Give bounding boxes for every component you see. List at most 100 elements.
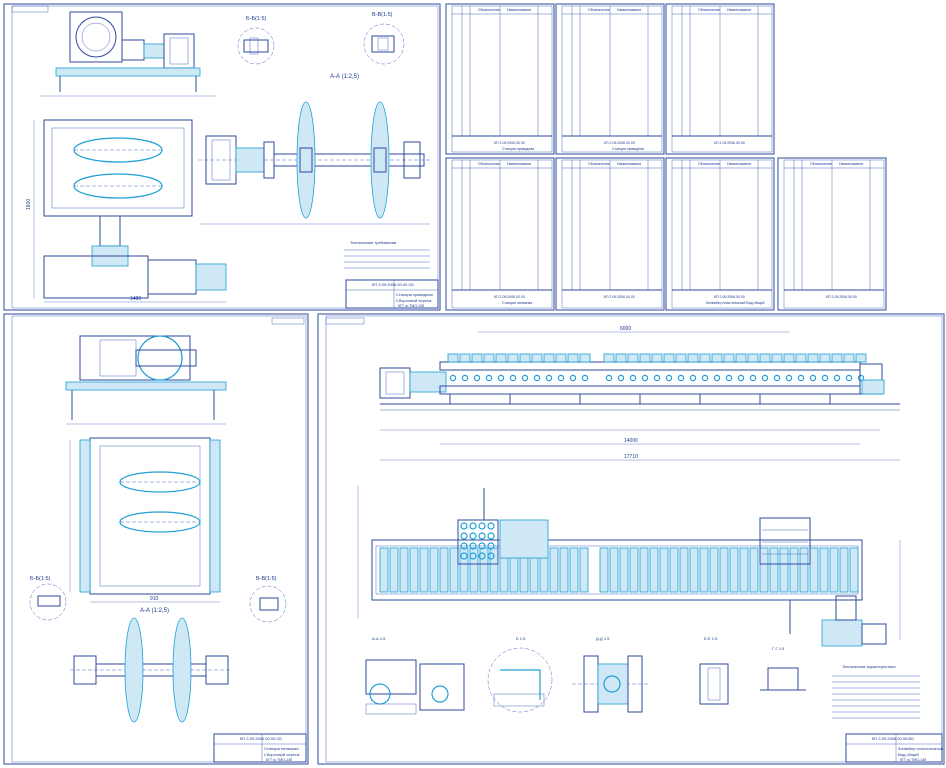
hopper-hole [487, 542, 495, 550]
spec-sheet-2: Обозначение Наименование КП 2.09.2006.00… [555, 3, 665, 155]
plan-plate [659, 547, 669, 593]
dim-width: 910 [150, 596, 159, 602]
side-plate [543, 353, 555, 363]
side-plate [663, 353, 675, 363]
plan-plate [679, 547, 689, 593]
detail-label: Г-Г 1:5 [772, 646, 785, 651]
side-plate [675, 353, 687, 363]
side-roller [569, 374, 577, 382]
side-roller [701, 374, 709, 382]
plan-plate [389, 547, 399, 593]
side-roller [485, 374, 493, 382]
side-plate [735, 353, 747, 363]
view-b-label: Б-Б(1:5) [246, 16, 267, 22]
plan-plate [709, 547, 719, 593]
hopper-hole [478, 542, 486, 550]
notes-title: Техническая характеристика [842, 664, 896, 669]
side-roller [497, 374, 505, 382]
hopper-hole [469, 552, 477, 560]
spec-col-name: Наименование [507, 8, 531, 12]
side-roller [605, 374, 613, 382]
side-plate [579, 353, 591, 363]
side-plate [471, 353, 483, 363]
dim-width: 1480 [130, 296, 141, 302]
side-roller [797, 374, 805, 382]
hopper-hole [460, 522, 468, 530]
spec-sheet-1: Обозначение Наименование КП 2.09.2006.00… [445, 3, 555, 155]
side-roller [761, 374, 769, 382]
spec-sheet-6: Обозначение Наименование КП 2.09.2006.00… [665, 157, 775, 311]
plan-plate [799, 547, 809, 593]
plan-plate [599, 547, 609, 593]
spec-col-name: Наименование [507, 162, 531, 166]
conveyor-side-view: 14000 17710 [379, 353, 900, 461]
side-plate [699, 353, 711, 363]
side-plate [711, 353, 723, 363]
view-b-detail: Б-Б(1:5) [237, 16, 275, 65]
plan-plate [719, 547, 729, 593]
tb-group: КГТ гр.ТМО-13б [266, 758, 292, 762]
plan-plate [449, 547, 459, 593]
general-title-block: КП 2.09.2006.00.00.ВО Конвейер пластинча… [845, 733, 943, 763]
tb-title-1: Станция натяжная [264, 746, 299, 751]
plan-plate [459, 547, 469, 593]
side-plate [615, 353, 627, 363]
plan-plate [569, 547, 579, 593]
detail-sections: А-А 1:5 Б 1:5 Д-Д 1:5 [365, 636, 806, 715]
plan-plate [839, 547, 849, 593]
detail-label: Д-Д 1:5 [596, 636, 610, 641]
hopper-holes [460, 522, 495, 560]
side-roller [449, 374, 457, 382]
side-plate [687, 353, 699, 363]
side-plate [459, 353, 471, 363]
side-plate [567, 353, 579, 363]
section-label: А-А (1:2,5) [140, 608, 169, 614]
section-a-a-shaft: А-А (1:2,5) [198, 74, 430, 225]
plan-plate [739, 547, 749, 593]
spec-title: Конвейер пластинчатый Вид общий [706, 301, 764, 305]
hopper-hole [478, 522, 486, 530]
hopper-hole [460, 542, 468, 550]
side-roller [809, 374, 817, 382]
side-plate [627, 353, 639, 363]
side-roller [725, 374, 733, 382]
tb-group: КГТ гр.ТМО-13б [398, 304, 424, 308]
spec-col-designation: Обозначение [698, 8, 720, 12]
sheet-tension-station: 910 Б-Б(1:5) В-В(1:5) А-А (1:2,5) К [3, 313, 309, 765]
side-roller [653, 374, 661, 382]
tension-view-v: В-В(1:5) [249, 576, 287, 623]
side-plate [795, 353, 807, 363]
detail-d-d: Д-Д 1:5 [572, 636, 650, 713]
spec-col-designation: Обозначение [810, 162, 832, 166]
plan-plate [399, 547, 409, 593]
side-roller [749, 374, 757, 382]
side-plate [531, 353, 543, 363]
tb-title-2: Вид общий [898, 752, 919, 757]
plan-plate [469, 547, 479, 593]
section-label: А-А (1:2,5) [330, 74, 359, 80]
spec-col-designation: Обозначение [478, 8, 500, 12]
view-b-label: Б-Б(1:5) [30, 576, 51, 582]
hopper-hole [469, 522, 477, 530]
tension-section-a-a: А-А (1:2,5) [70, 608, 230, 723]
side-plate [723, 353, 735, 363]
tb-code: КП 2.09.2006.00.00.СБ [240, 736, 282, 741]
side-plate [639, 353, 651, 363]
side-roller [533, 374, 541, 382]
spec-col-name: Наименование [727, 8, 751, 12]
side-plate [807, 353, 819, 363]
plan-plate [749, 547, 759, 593]
hopper-hole [487, 532, 495, 540]
hopper-hole [487, 522, 495, 530]
side-plate [855, 353, 867, 363]
spec-code: КП 2.09.2006.00.00 [714, 141, 745, 145]
hopper-hole [460, 552, 468, 560]
side-plate [507, 353, 519, 363]
plan-plate [439, 547, 449, 593]
plan-plate [579, 547, 589, 593]
plan-plates [379, 547, 859, 593]
detail-a-a: А-А 1:5 [365, 636, 465, 715]
spec-title: Станция натяжная [502, 301, 532, 305]
side-plate [651, 353, 663, 363]
